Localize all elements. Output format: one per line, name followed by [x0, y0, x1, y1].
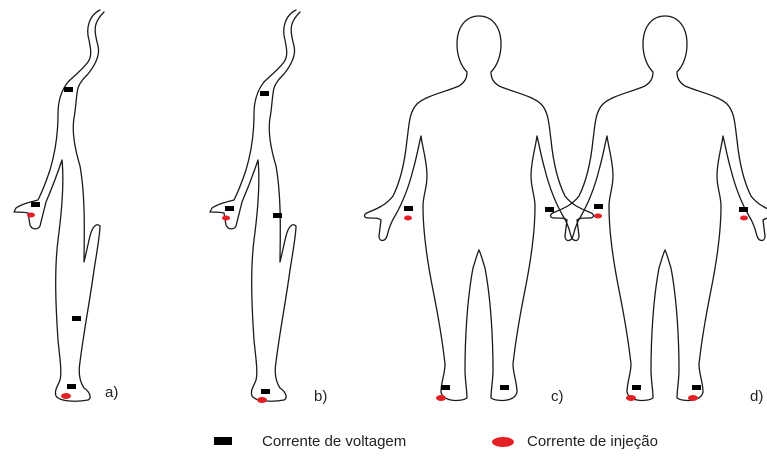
injection-electrode — [626, 395, 636, 401]
injection-electrode — [436, 395, 446, 401]
voltage-electrode — [404, 206, 413, 211]
injection-electrode — [594, 214, 602, 219]
voltage-electrode — [739, 207, 748, 212]
voltage-electrode — [500, 385, 509, 390]
panel-label-b: b) — [314, 388, 327, 405]
body-outline-front — [551, 16, 767, 400]
body-outline-front — [365, 16, 594, 400]
legend-voltage-swatch — [214, 437, 232, 445]
legend-injection-swatch — [492, 437, 514, 447]
voltage-electrode — [31, 202, 40, 207]
injection-electrode — [404, 216, 412, 221]
legend-voltage-label: Corrente de voltagem — [262, 433, 406, 450]
voltage-electrode — [692, 385, 701, 390]
voltage-electrode — [261, 389, 270, 394]
voltage-electrode — [225, 206, 234, 211]
panel-label-d: d) — [750, 388, 763, 405]
panel-b: b) — [210, 10, 327, 405]
voltage-electrode — [545, 207, 554, 212]
body-outline-side — [14, 10, 104, 401]
injection-electrode — [257, 397, 267, 403]
voltage-electrode — [67, 384, 76, 389]
voltage-electrode — [64, 87, 73, 92]
voltage-electrode — [594, 204, 603, 209]
injection-electrode — [27, 213, 35, 218]
panel-label-a: a) — [105, 384, 118, 401]
injection-electrode — [740, 216, 748, 221]
injection-electrode — [61, 393, 71, 399]
legend: Corrente de voltagem Corrente de injeção — [214, 433, 658, 450]
voltage-electrode — [72, 316, 81, 321]
panel-d: d) — [551, 16, 767, 405]
voltage-electrode — [273, 213, 282, 218]
injection-electrode — [688, 395, 698, 401]
voltage-electrode — [260, 91, 269, 96]
panel-a: a) — [14, 10, 118, 401]
voltage-electrode — [632, 385, 641, 390]
injection-electrode — [222, 216, 230, 221]
panel-label-c: c) — [551, 388, 564, 405]
legend-injection-label: Corrente de injeção — [527, 433, 658, 450]
body-outline-side — [210, 10, 300, 401]
voltage-electrode — [441, 385, 450, 390]
